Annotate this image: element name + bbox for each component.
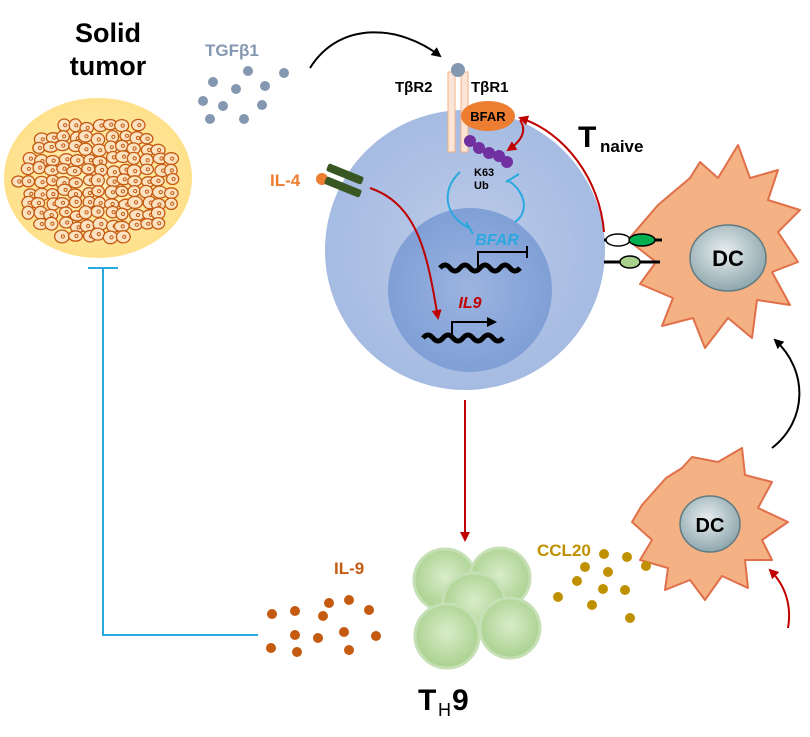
il9-gene-label: IL9 [458, 295, 481, 312]
tgfb1-to-receptor-arrow [309, 31, 442, 69]
t-naive-label: T naive [578, 121, 643, 156]
k63-ubiquitin-chain [464, 135, 513, 168]
il9-gene-promoter [451, 317, 497, 338]
il9-gene-dna [421, 332, 505, 344]
th9-cell-cluster [412, 546, 542, 670]
dendritic-cell-bottom [631, 447, 789, 601]
bfar-protein [461, 101, 515, 131]
dc-to-bfar-arrow [518, 115, 605, 233]
t-naive-nucleus [388, 208, 552, 372]
solid-tumor-label-line2: tumor [70, 51, 147, 81]
dc-migration-arrow [771, 338, 801, 449]
ccl20-label: CCL20 [537, 541, 591, 560]
solid-tumor-label-line1: Solid [75, 18, 141, 48]
dc-top-label: DC [712, 246, 744, 271]
il9-molecules [266, 595, 381, 657]
t-naive-cell [325, 110, 605, 390]
tumor-cells [11, 118, 180, 245]
tcr-mhc-synapse [604, 233, 662, 269]
il4-receptor [324, 163, 364, 198]
tbr2-label: TβR2 [395, 79, 433, 96]
bfar-gene-label: BFAR [475, 232, 519, 249]
tgfb1-bound-ligand [451, 63, 465, 77]
dc-bottom-label: DC [696, 515, 725, 537]
il9-cytokine-label: IL-9 [334, 559, 364, 578]
svg-text:T: T [418, 684, 436, 717]
tgfb1-molecules [198, 66, 289, 124]
th9-label: T H 9 [418, 684, 469, 720]
il4-label: IL-4 [270, 171, 301, 190]
svg-text:T: T [578, 121, 596, 154]
k63-label: K63 [474, 167, 494, 179]
svg-text:9: 9 [452, 684, 469, 717]
bfar-gene-dna [438, 262, 522, 274]
bfar-protein-label: BFAR [470, 109, 506, 124]
ccl20-molecules [553, 549, 651, 623]
il4-to-il9-arrow [369, 187, 442, 320]
solid-tumor [4, 98, 192, 258]
dc-bottom-stimulus-arrow [768, 568, 791, 629]
ub-label: Ub [474, 180, 489, 192]
tbr1-label: TβR1 [471, 79, 509, 96]
svg-text:H: H [438, 700, 451, 720]
k63-ub-inhibits-bfar-gene [446, 171, 525, 235]
bfar-gene-promoter [477, 246, 528, 268]
dendritic-cell-top [627, 144, 801, 349]
svg-text:naive: naive [600, 137, 643, 156]
tgfb1-label: TGFβ1 [205, 41, 259, 60]
il9-inhibits-tumor-line [88, 267, 258, 636]
dc-top-nucleus [689, 224, 767, 292]
dc-bottom-nucleus [679, 495, 741, 553]
